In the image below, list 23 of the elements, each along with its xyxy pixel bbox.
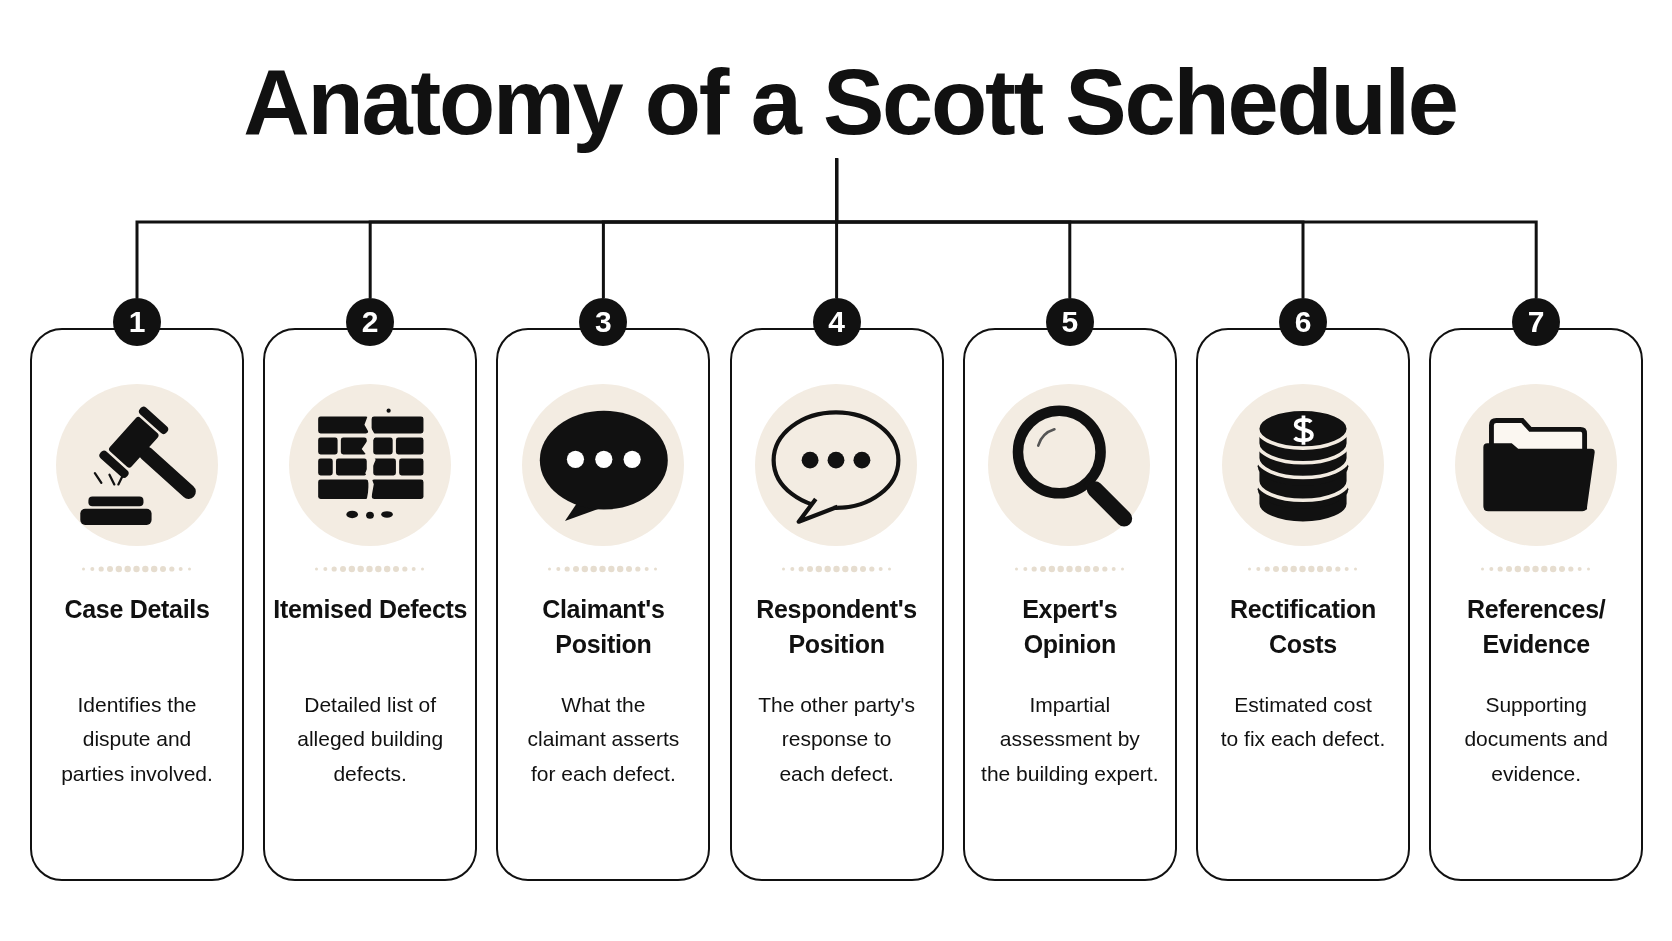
- card-heading: Respondent's Position: [756, 593, 917, 660]
- card-description: The other party's response to each defect.: [758, 691, 916, 787]
- number-badge: 5: [1045, 298, 1094, 346]
- card-description: What the claimant asserts for each defect.: [527, 691, 680, 787]
- number-badge: 7: [1512, 298, 1561, 346]
- card-description: Detailed list of alleged building defects.: [297, 691, 444, 787]
- number-badge: 1: [113, 298, 161, 346]
- card-heading: Rectification Costs: [1229, 593, 1377, 660]
- diagram-title: Anatomy of a Scott Schedule: [243, 46, 1457, 159]
- number-badge: 2: [346, 298, 395, 346]
- card-heading: Claimant's Position: [542, 593, 665, 660]
- card-heading: Itemised Defects: [273, 593, 468, 625]
- number-badge: 4: [812, 298, 861, 346]
- card-description: Identifies the dispute and parties involved.: [61, 691, 213, 787]
- card-heading: Expert's Opinion: [1022, 593, 1118, 660]
- number-badge: 3: [579, 298, 628, 346]
- card-heading: References/ Evidence: [1466, 593, 1606, 660]
- connector-line: [835, 158, 1538, 298]
- number-badge: 6: [1279, 298, 1327, 346]
- card-description: Supporting documents and evidence.: [1464, 691, 1608, 787]
- card-heading: Case Details: [64, 593, 210, 625]
- card-description: Estimated cost to fix each defect.: [1220, 691, 1386, 752]
- card-description: Impartial assessment by the building expert.: [981, 691, 1159, 787]
